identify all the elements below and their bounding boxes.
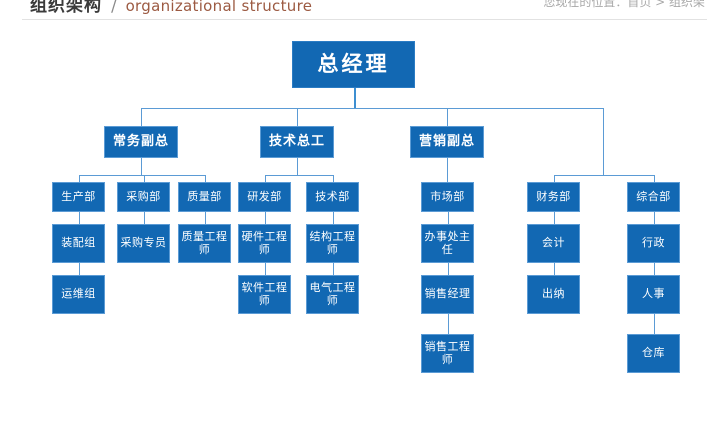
connector-drop-研发部	[264, 175, 266, 182]
org-node-fin[interactable]: 财务部	[527, 182, 580, 212]
connector-right-bus	[553, 175, 654, 176]
org-node-label: 综合部	[636, 189, 671, 203]
connector-right-stem	[603, 108, 604, 175]
connector-stem-常务副总	[141, 158, 142, 175]
connector-drop-质量部	[204, 175, 206, 182]
connector-drop-生产部	[78, 175, 80, 182]
org-node-assy[interactable]: 装配组	[52, 224, 105, 263]
connector-fin-acct	[553, 212, 555, 224]
org-node-prod[interactable]: 生产部	[52, 182, 105, 212]
connector-tech-struct	[332, 212, 334, 224]
org-node-mvp[interactable]: 营销副总	[410, 126, 484, 158]
org-node-gm[interactable]: 总经理	[292, 41, 415, 88]
connector-gm-trunk	[353, 88, 356, 108]
org-node-label: 市场部	[430, 189, 465, 203]
org-node-label: 办事处主任	[424, 229, 471, 256]
org-node-label: 采购部	[126, 189, 161, 203]
page-header: 组织架构 / organizational structure 您现在的位置：首…	[0, 0, 707, 21]
org-node-admin[interactable]: 行政	[627, 224, 680, 263]
org-chart: 总经理常务副总 技术总工 营销副总生产部 采购部 质量部 研发部 技术部 市场部 财务部 综合部装…	[0, 21, 707, 439]
connector-purch-purchspec	[143, 212, 145, 224]
org-node-cte[interactable]: 技术总工	[260, 126, 334, 158]
org-node-label: 人事	[642, 287, 665, 301]
org-node-wh[interactable]: 仓库	[627, 334, 680, 373]
connector-drop-技术部	[332, 175, 334, 182]
org-node-salesmgr[interactable]: 销售经理	[421, 275, 474, 314]
org-node-label: 电气工程师	[309, 280, 356, 307]
connector-drop-营销副总	[447, 108, 448, 126]
org-node-cashier[interactable]: 出纳	[527, 275, 580, 314]
connector-prod-assy	[78, 212, 80, 224]
connector-gen-admin	[653, 212, 655, 224]
org-node-label: 装配组	[61, 236, 96, 250]
org-node-label: 行政	[642, 236, 665, 250]
connector-top-bus	[141, 108, 603, 109]
connector-office-salesmgr	[447, 263, 449, 275]
org-node-label: 研发部	[247, 189, 282, 203]
org-node-struct[interactable]: 结构工程师	[306, 224, 359, 263]
org-node-label: 营销副总	[418, 134, 475, 150]
org-node-label: 技术总工	[268, 134, 325, 150]
org-node-saleseng[interactable]: 销售工程师	[421, 334, 474, 373]
connector-rd-hweng	[264, 212, 266, 224]
connector-market-office	[447, 212, 449, 224]
org-node-qual[interactable]: 质量部	[178, 182, 231, 212]
org-node-purch[interactable]: 采购部	[117, 182, 170, 212]
org-node-label: 销售经理	[424, 287, 471, 301]
connector-struct-eleng	[332, 263, 334, 275]
org-node-label: 采购专员	[120, 236, 167, 250]
org-node-label: 销售工程师	[424, 339, 471, 366]
connector-bus-技术总工	[264, 175, 333, 176]
connector-qual-qaeng	[204, 212, 206, 224]
org-node-label: 总经理	[317, 52, 390, 77]
org-node-purchspec[interactable]: 采购专员	[117, 224, 170, 263]
connector-assy-ops	[78, 263, 80, 275]
connector-drop-采购部	[143, 175, 145, 182]
org-node-acct[interactable]: 会计	[527, 224, 580, 263]
header-divider	[22, 19, 707, 20]
title-separator: /	[111, 0, 117, 15]
connector-mvp-market	[447, 158, 448, 182]
org-node-label: 会计	[542, 236, 565, 250]
org-node-tech[interactable]: 技术部	[306, 182, 359, 212]
org-node-label: 运维组	[61, 287, 96, 301]
org-node-evp[interactable]: 常务副总	[104, 126, 178, 158]
org-node-label: 硬件工程师	[241, 229, 288, 256]
org-node-qaeng[interactable]: 质量工程师	[178, 224, 231, 263]
org-node-label: 结构工程师	[309, 229, 356, 256]
org-node-gen[interactable]: 综合部	[627, 182, 680, 212]
page-title-en: organizational structure	[125, 0, 313, 15]
org-node-label: 出纳	[542, 287, 565, 301]
connector-stem-技术总工	[297, 158, 298, 175]
org-node-label: 常务副总	[112, 134, 169, 150]
connector-acct-cashier	[553, 263, 555, 275]
org-node-office[interactable]: 办事处主任	[421, 224, 474, 263]
connector-bus-常务副总	[78, 175, 205, 176]
org-node-sweng[interactable]: 软件工程师	[238, 275, 291, 314]
org-node-label: 财务部	[536, 189, 571, 203]
connector-drop-综合部	[653, 175, 655, 182]
org-node-market[interactable]: 市场部	[421, 182, 474, 212]
org-node-label: 技术部	[315, 189, 350, 203]
org-node-label: 仓库	[642, 346, 665, 360]
org-node-ops[interactable]: 运维组	[52, 275, 105, 314]
org-node-rd[interactable]: 研发部	[238, 182, 291, 212]
org-node-label: 生产部	[61, 189, 96, 203]
org-node-eleng[interactable]: 电气工程师	[306, 275, 359, 314]
org-node-label: 质量工程师	[181, 229, 228, 256]
connector-drop-常务副总	[141, 108, 142, 126]
org-node-label: 软件工程师	[241, 280, 288, 307]
page-title-cn: 组织架构	[30, 0, 102, 16]
connector-salesmgr-saleseng	[447, 314, 449, 334]
connector-hr-wh	[653, 314, 655, 334]
connector-hweng-sweng	[264, 263, 266, 275]
breadcrumb[interactable]: 您现在的位置：首页 > 组织架	[543, 0, 705, 9]
connector-admin-hr	[653, 263, 655, 275]
org-node-hweng[interactable]: 硬件工程师	[238, 224, 291, 263]
org-node-hr[interactable]: 人事	[627, 275, 680, 314]
connector-drop-技术总工	[297, 108, 298, 126]
connector-drop-财务部	[553, 175, 555, 182]
org-node-label: 质量部	[187, 189, 222, 203]
page-title: 组织架构 / organizational structure	[30, 0, 312, 16]
